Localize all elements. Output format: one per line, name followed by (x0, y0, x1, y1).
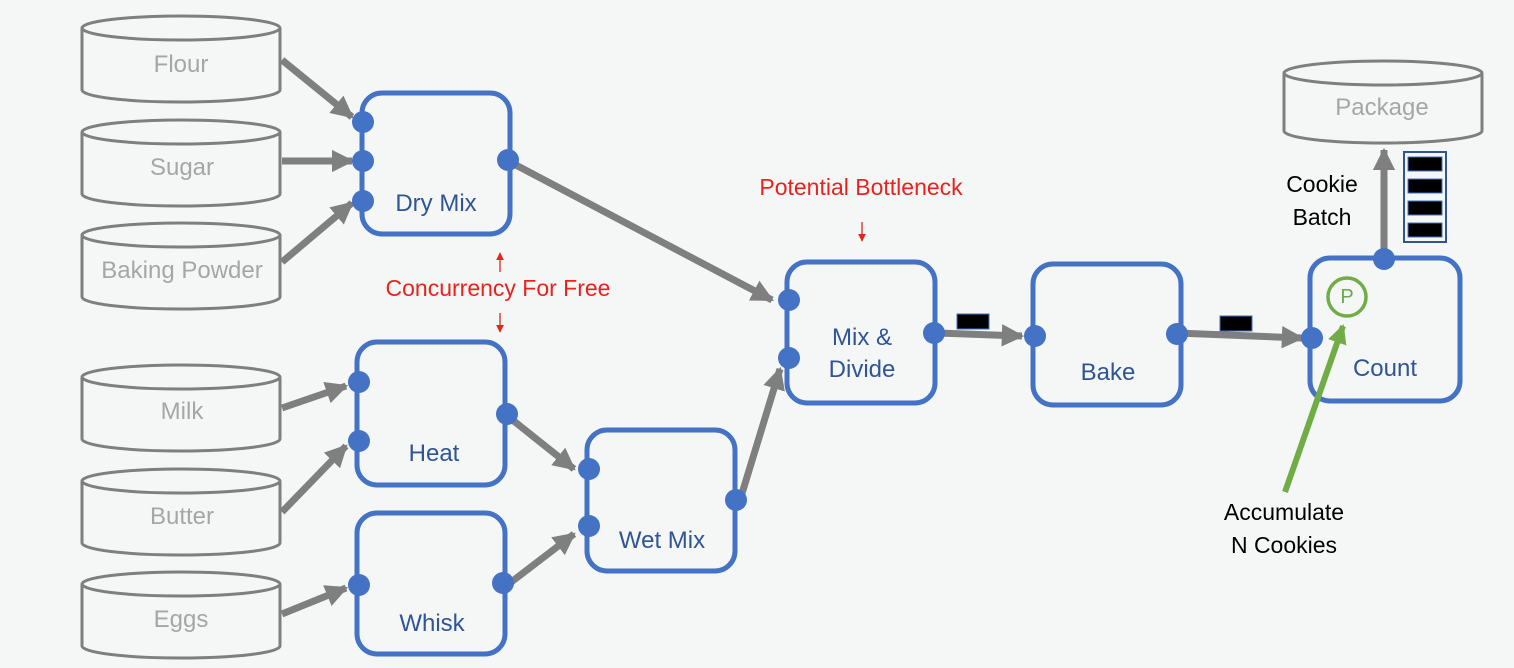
annotation-cookie-batch-line2: Batch (1292, 203, 1352, 230)
source-label-sugar: Sugar (149, 154, 215, 181)
port (725, 489, 747, 511)
port (578, 458, 600, 480)
port (352, 150, 374, 172)
annotation-cookie-batch-line1: Cookie (1286, 171, 1358, 197)
node-label-whisk: Whisk (399, 610, 465, 637)
node-label-mix-divide-line2: Divide (828, 355, 896, 383)
edge-butter-heat (279, 443, 349, 515)
edge-heat-wetmix (507, 415, 577, 472)
source-baking-powder-cylinder (80, 221, 282, 311)
port (1373, 248, 1395, 270)
node-label-mix-divide: Mix & Divide (829, 324, 896, 385)
edge-wetmix-mixdivide (736, 366, 785, 502)
annotation-cookie-batch: Cookie Batch (1286, 171, 1358, 231)
node-label-dry-mix: Dry Mix (395, 190, 477, 217)
edge-mixdivide-bake (937, 324, 1025, 347)
sink-package-cylinder (1282, 59, 1484, 145)
node-label-count: Count (1352, 355, 1418, 382)
token (956, 313, 990, 330)
count-parameter-label: P (1340, 286, 1354, 308)
port (1166, 323, 1188, 345)
annotation-accumulate-line2: N Cookies (1230, 531, 1338, 558)
port (496, 403, 518, 425)
annotation-accumulate: Accumulate N Cookies (1224, 499, 1344, 559)
port (497, 149, 519, 171)
edge-whisk-wetmix (507, 531, 577, 586)
port (778, 289, 800, 311)
port (352, 190, 374, 212)
port (1024, 325, 1046, 347)
edge-eggs-whisk (280, 584, 349, 618)
source-label-baking-powder: Baking Powder (101, 257, 263, 284)
port (348, 371, 370, 393)
node-label-mix-divide-line1: Mix & (831, 324, 892, 351)
edge-milk-heat (280, 381, 349, 412)
port (348, 574, 370, 596)
edge-bakingpowder-drymix (279, 200, 355, 265)
port (348, 430, 370, 452)
source-butter-cylinder (80, 467, 282, 557)
source-label-eggs: Eggs (153, 606, 209, 633)
cookie-batch-stack (1403, 151, 1447, 243)
source-sugar-cylinder (80, 118, 282, 208)
source-eggs-cylinder (80, 570, 282, 660)
port (923, 322, 945, 344)
source-flour-cylinder (80, 14, 282, 104)
sink-label-package: Package (1335, 94, 1429, 121)
port (352, 111, 374, 133)
annotation-accumulate-line1: Accumulate (1223, 499, 1345, 525)
node-label-heat: Heat (408, 440, 460, 467)
source-milk-cylinder (80, 363, 282, 453)
node-label-wet-mix: Wet Mix (618, 527, 706, 554)
edge-flour-drymix (279, 57, 355, 120)
port (492, 572, 514, 594)
source-label-butter: Butter (149, 503, 215, 530)
source-label-flour: Flour (153, 51, 209, 78)
annotation-concurrency: Concurrency For Free (385, 275, 611, 301)
port (778, 347, 800, 369)
port (578, 515, 600, 537)
edge-bake-count (1176, 326, 1305, 349)
port (1301, 327, 1323, 349)
annotation-bottleneck: Potential Bottleneck (759, 174, 963, 200)
token (1219, 315, 1253, 332)
accumulate-arrow (1282, 324, 1347, 493)
edge-drymix-mixdivide (510, 159, 774, 304)
source-label-milk: Milk (160, 398, 204, 425)
count-parameter-port (1326, 276, 1368, 318)
node-label-bake: Bake (1080, 359, 1136, 386)
